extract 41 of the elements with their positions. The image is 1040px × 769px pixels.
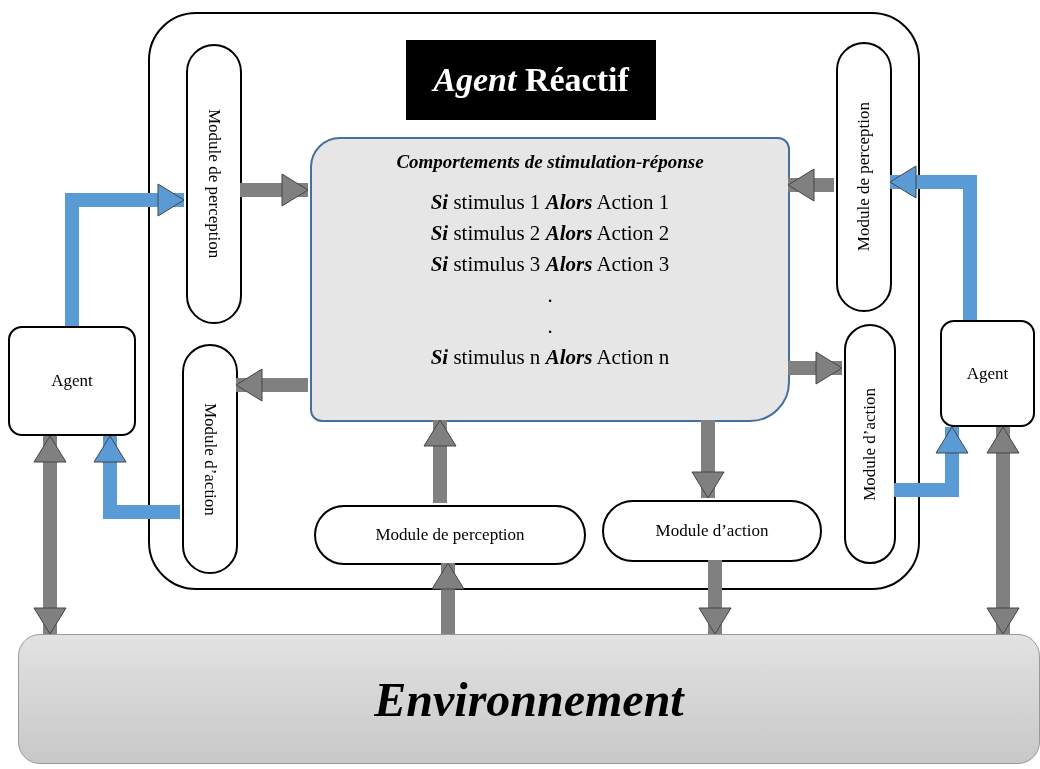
module-pill (186, 44, 242, 324)
module-pill (314, 505, 586, 565)
arrow (889, 165, 977, 320)
arrow (788, 351, 843, 385)
rule-text: Si stimulus 2 Alors Action 2 (430, 220, 670, 247)
arrow (93, 435, 180, 519)
module-label: Module de perception (375, 525, 525, 545)
agent-frame (148, 12, 920, 590)
arrow (691, 420, 725, 499)
arrow (235, 368, 308, 402)
agent-box (8, 326, 136, 436)
arrow (787, 168, 834, 202)
rule-text: Si stimulus 1 Alors Action 1 (430, 189, 670, 216)
module-label: Module d’action (860, 387, 880, 501)
rule-text: . (547, 313, 553, 340)
module-label: Module d’action (200, 402, 220, 516)
behavior-heading: Comportements de stimulation-réponse (396, 151, 704, 173)
environment-label: Environnement (374, 671, 684, 727)
rule-text: Si stimulus 3 Alors Action 3 (430, 251, 670, 278)
arrow (65, 183, 185, 326)
arrow (698, 560, 732, 635)
agent-label: Agent (966, 363, 1009, 384)
module-pill (836, 42, 892, 312)
arrow (431, 562, 465, 634)
arrow (240, 173, 309, 207)
behavior-box (310, 137, 790, 422)
arrow (894, 426, 969, 497)
title-banner: Agent Réactif (406, 40, 656, 120)
environment-band (18, 634, 1040, 764)
module-label: Module d’action (655, 521, 769, 541)
module-pill (844, 324, 896, 564)
arrow (423, 419, 457, 503)
rule-text: . (547, 282, 553, 309)
arrow (33, 435, 67, 635)
arrow (986, 426, 1020, 635)
module-label: Module de perception (854, 102, 874, 252)
agent-label: Agent (51, 371, 93, 391)
module-pill (182, 344, 238, 574)
agent-box (940, 320, 1035, 427)
rule-text: Si stimulus n Alors Action n (430, 344, 670, 371)
module-label: Module de perception (204, 109, 224, 259)
